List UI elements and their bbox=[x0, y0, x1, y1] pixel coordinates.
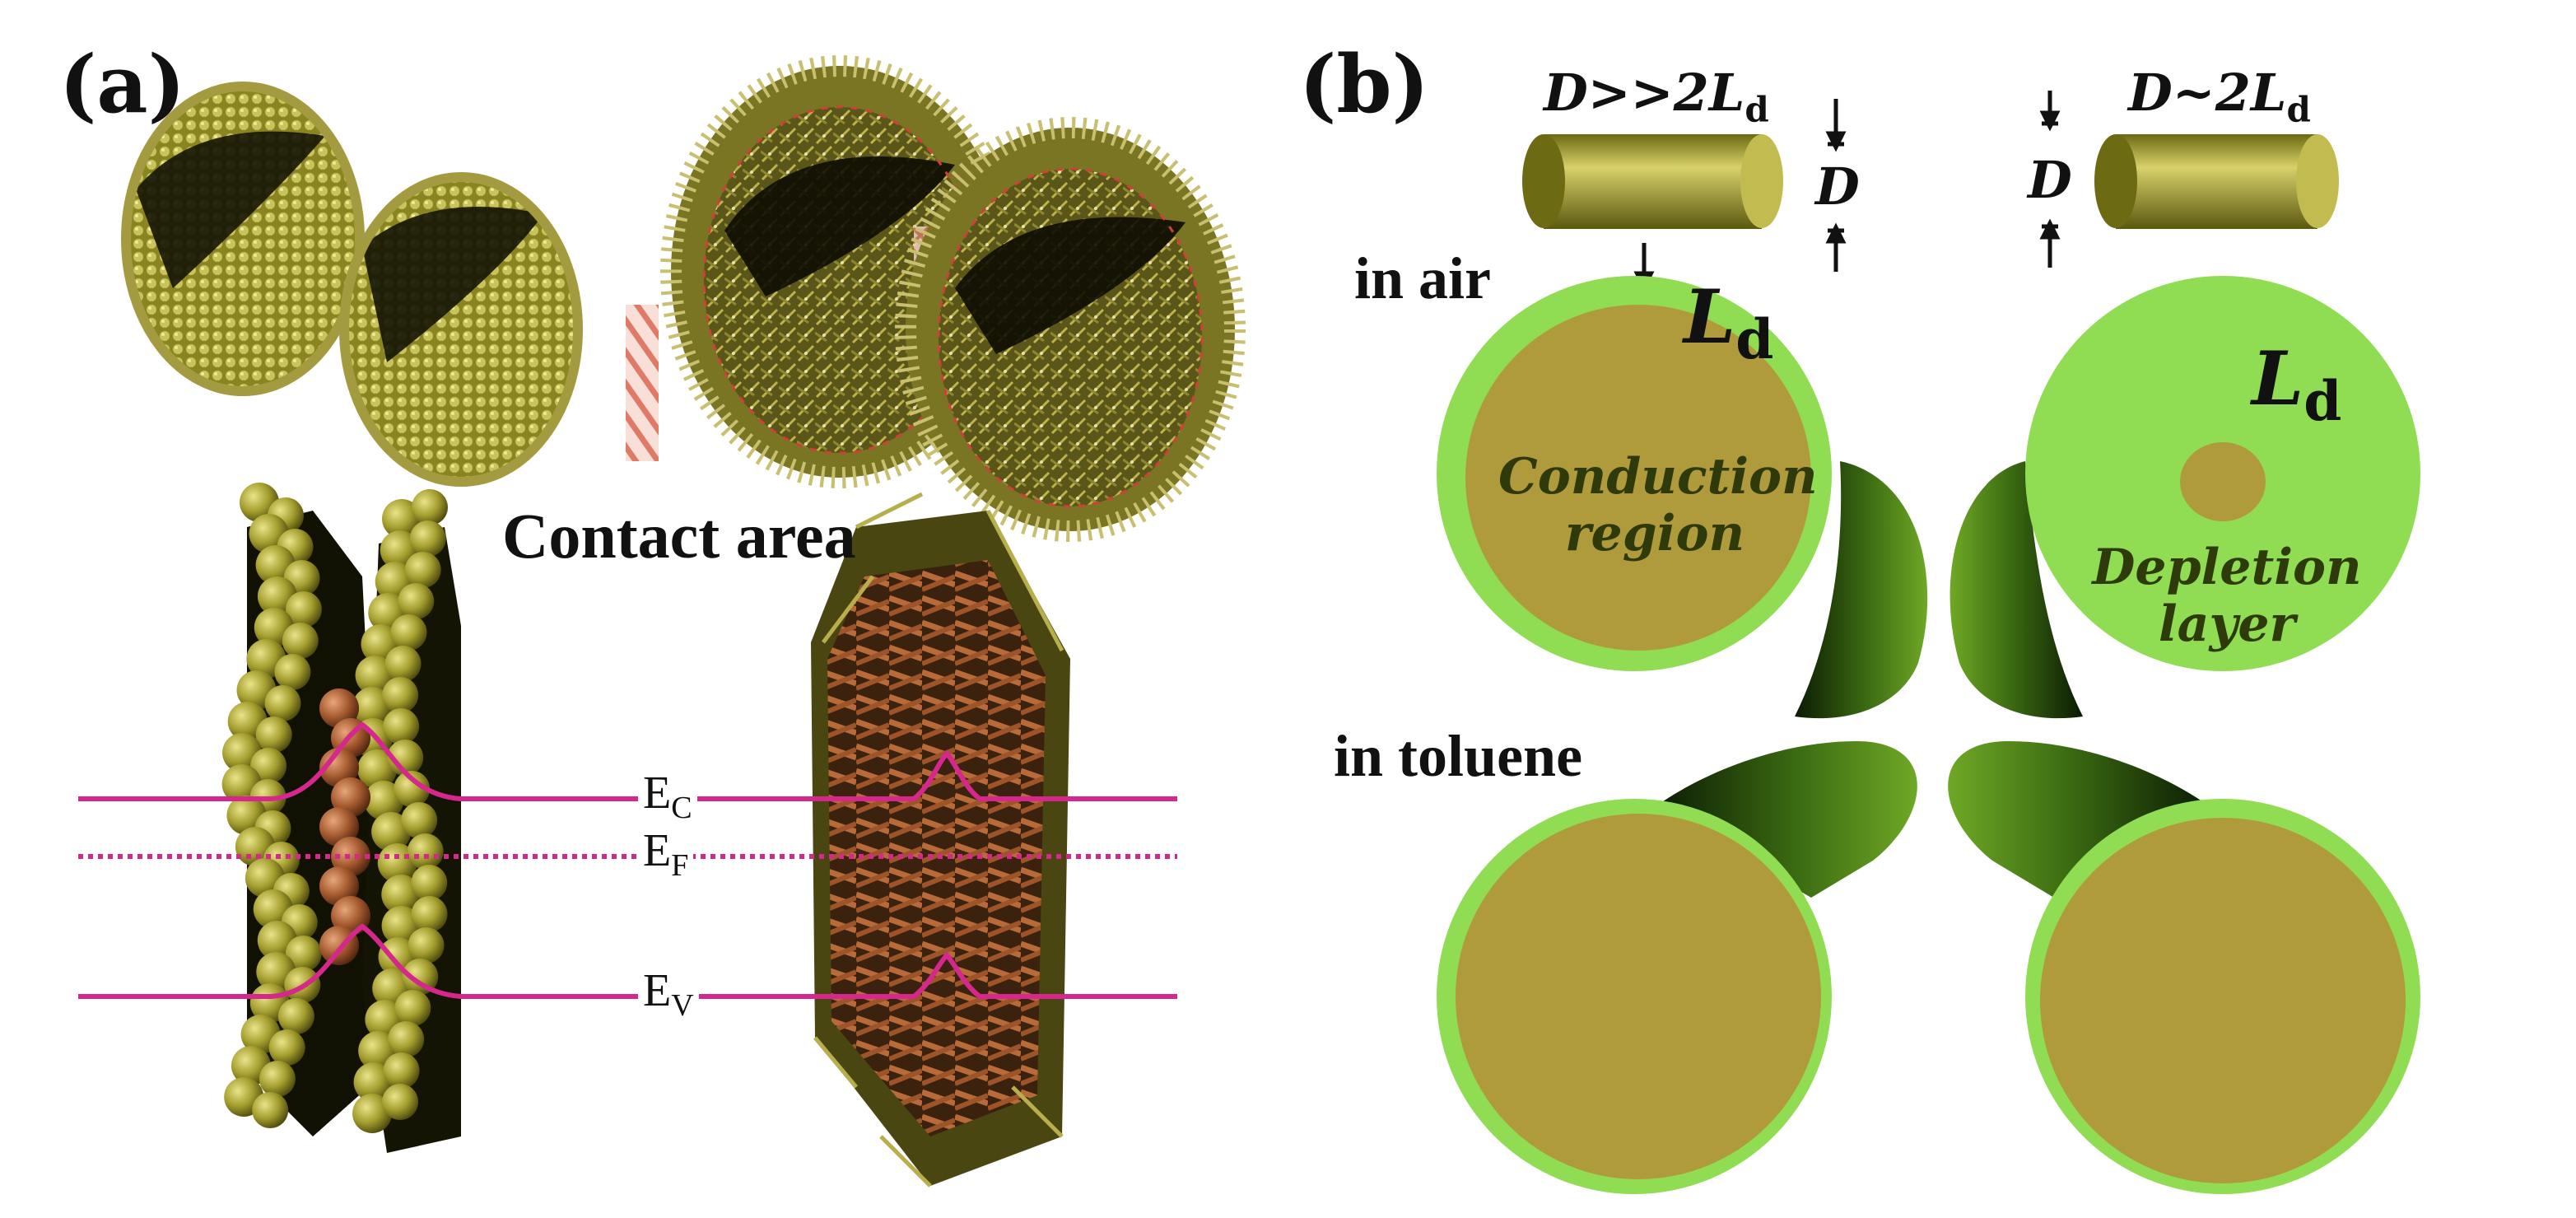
nanoparticle bbox=[319, 688, 359, 728]
conduction-band-line bbox=[78, 721, 1177, 801]
nanoparticle bbox=[377, 843, 417, 883]
band-ec-symbol: E bbox=[643, 768, 672, 819]
nanoparticle bbox=[411, 896, 448, 932]
nanoparticle bbox=[255, 716, 292, 753]
diameter-label-left: D bbox=[1815, 156, 1860, 217]
wire-in-air-depletion bbox=[1949, 276, 2420, 719]
debye-right-symbol: L bbox=[2252, 335, 2304, 422]
small-nanorod-right bbox=[2094, 134, 2339, 229]
dimension-right-subscript: d bbox=[2286, 89, 2311, 130]
nanoparticle bbox=[285, 936, 322, 972]
bare-hemisphere-left bbox=[121, 82, 365, 396]
nanoparticle bbox=[355, 656, 395, 695]
nanoparticle bbox=[398, 583, 435, 619]
band-diagram bbox=[78, 721, 1177, 999]
contact-area-label: Contact area bbox=[502, 500, 856, 572]
debye-length-label-left: Ld bbox=[1684, 280, 1773, 366]
nanoparticle bbox=[390, 614, 427, 651]
band-ef-symbol: E bbox=[643, 825, 672, 876]
in-air-label: in air bbox=[1354, 245, 1492, 311]
nanoparticle bbox=[409, 520, 446, 557]
nanoparticle bbox=[388, 1021, 425, 1057]
band-ef-label: EF bbox=[638, 825, 694, 884]
nanoparticle bbox=[268, 1029, 305, 1066]
nanoparticle bbox=[282, 623, 319, 659]
nanoparticle bbox=[382, 677, 419, 713]
valence-band-line bbox=[78, 923, 1177, 999]
nanorod-bundle bbox=[811, 492, 1070, 1188]
nanoparticle bbox=[319, 807, 359, 847]
nanoparticle bbox=[382, 1084, 419, 1120]
panel-a-label: (a) bbox=[59, 38, 186, 131]
depletion-line-1: Depletion bbox=[2092, 539, 2362, 596]
conduction-region-label: Conduction region bbox=[1498, 448, 1818, 562]
debye-left-subscript: d bbox=[1735, 307, 1774, 371]
wire-in-toluene-left bbox=[1437, 741, 1917, 1194]
nanoparticle bbox=[352, 1094, 393, 1133]
diameter-label-right: D bbox=[2028, 150, 2072, 210]
nanoparticle bbox=[412, 489, 448, 525]
dimension-label-left: D>>2Ld bbox=[1544, 68, 1769, 127]
nanoparticle bbox=[384, 646, 422, 682]
depletion-line-2: layer bbox=[2158, 595, 2296, 653]
in-toluene-label: in toluene bbox=[1334, 723, 1583, 789]
nanoparticle-chains bbox=[221, 483, 461, 1153]
nanoparticle bbox=[401, 802, 438, 838]
nanoparticle bbox=[407, 833, 444, 870]
debye-right-subscript: d bbox=[2303, 369, 2342, 433]
nanoparticle bbox=[394, 771, 431, 807]
small-nanorod-left bbox=[1522, 134, 1783, 229]
dimension-right-text: D~2L bbox=[2128, 63, 2287, 123]
band-ef-subscript: F bbox=[671, 848, 689, 884]
depletion-layer-label: Depletion layer bbox=[2087, 539, 2367, 653]
nanoparticle bbox=[383, 708, 420, 744]
band-ev-symbol: E bbox=[643, 965, 672, 1016]
nanoparticle bbox=[331, 777, 370, 817]
dimension-label-right: D~2Ld bbox=[2128, 68, 2311, 127]
nanoparticle bbox=[404, 552, 441, 588]
nanoparticle bbox=[408, 927, 445, 964]
nanoparticle bbox=[319, 866, 359, 906]
nanoparticle bbox=[277, 998, 314, 1034]
band-ec-label: EC bbox=[638, 770, 697, 824]
nanoparticle bbox=[387, 740, 424, 776]
nanoparticle bbox=[264, 685, 301, 721]
nanoparticle bbox=[285, 591, 322, 628]
nanoparticle bbox=[402, 959, 439, 995]
band-ev-label: EV bbox=[638, 965, 699, 1024]
nanoparticle bbox=[274, 654, 311, 690]
nanoparticle bbox=[357, 749, 398, 789]
nanoparticle bbox=[382, 499, 422, 539]
nanoparticle bbox=[353, 1062, 394, 1102]
nanoparticle bbox=[259, 1061, 296, 1097]
nanoparticle bbox=[381, 875, 422, 914]
conduction-line-2: region bbox=[1564, 505, 1745, 562]
wire-in-air-conduction bbox=[1437, 276, 1928, 719]
nanoparticle bbox=[383, 1052, 420, 1089]
nanoparticle bbox=[319, 748, 359, 787]
dimension-left-subscript: d bbox=[1745, 89, 1769, 130]
debye-left-symbol: L bbox=[1684, 273, 1736, 361]
conduction-line-1: Conduction bbox=[1498, 448, 1818, 506]
nanoparticle bbox=[252, 1092, 289, 1128]
wire-in-toluene-right bbox=[1948, 741, 2420, 1194]
nanoparticle bbox=[394, 990, 431, 1026]
band-ec-subscript: C bbox=[671, 791, 692, 826]
nanoparticle bbox=[371, 812, 412, 852]
hairy-sphere-right bbox=[895, 117, 1246, 542]
nanoparticle bbox=[331, 837, 370, 876]
band-ev-subscript: V bbox=[671, 988, 694, 1024]
nanoparticle bbox=[352, 687, 393, 726]
nanoparticle bbox=[411, 865, 448, 901]
dimension-left-text: D>>2L bbox=[1544, 63, 1745, 123]
nanoparticle bbox=[250, 748, 287, 784]
panel-b-label: (b) bbox=[1299, 38, 1429, 131]
contact-area-marker bbox=[626, 305, 659, 461]
debye-length-label-right: Ld bbox=[2252, 342, 2341, 428]
nanoparticle bbox=[364, 781, 404, 820]
bare-hemisphere-right bbox=[339, 172, 583, 487]
